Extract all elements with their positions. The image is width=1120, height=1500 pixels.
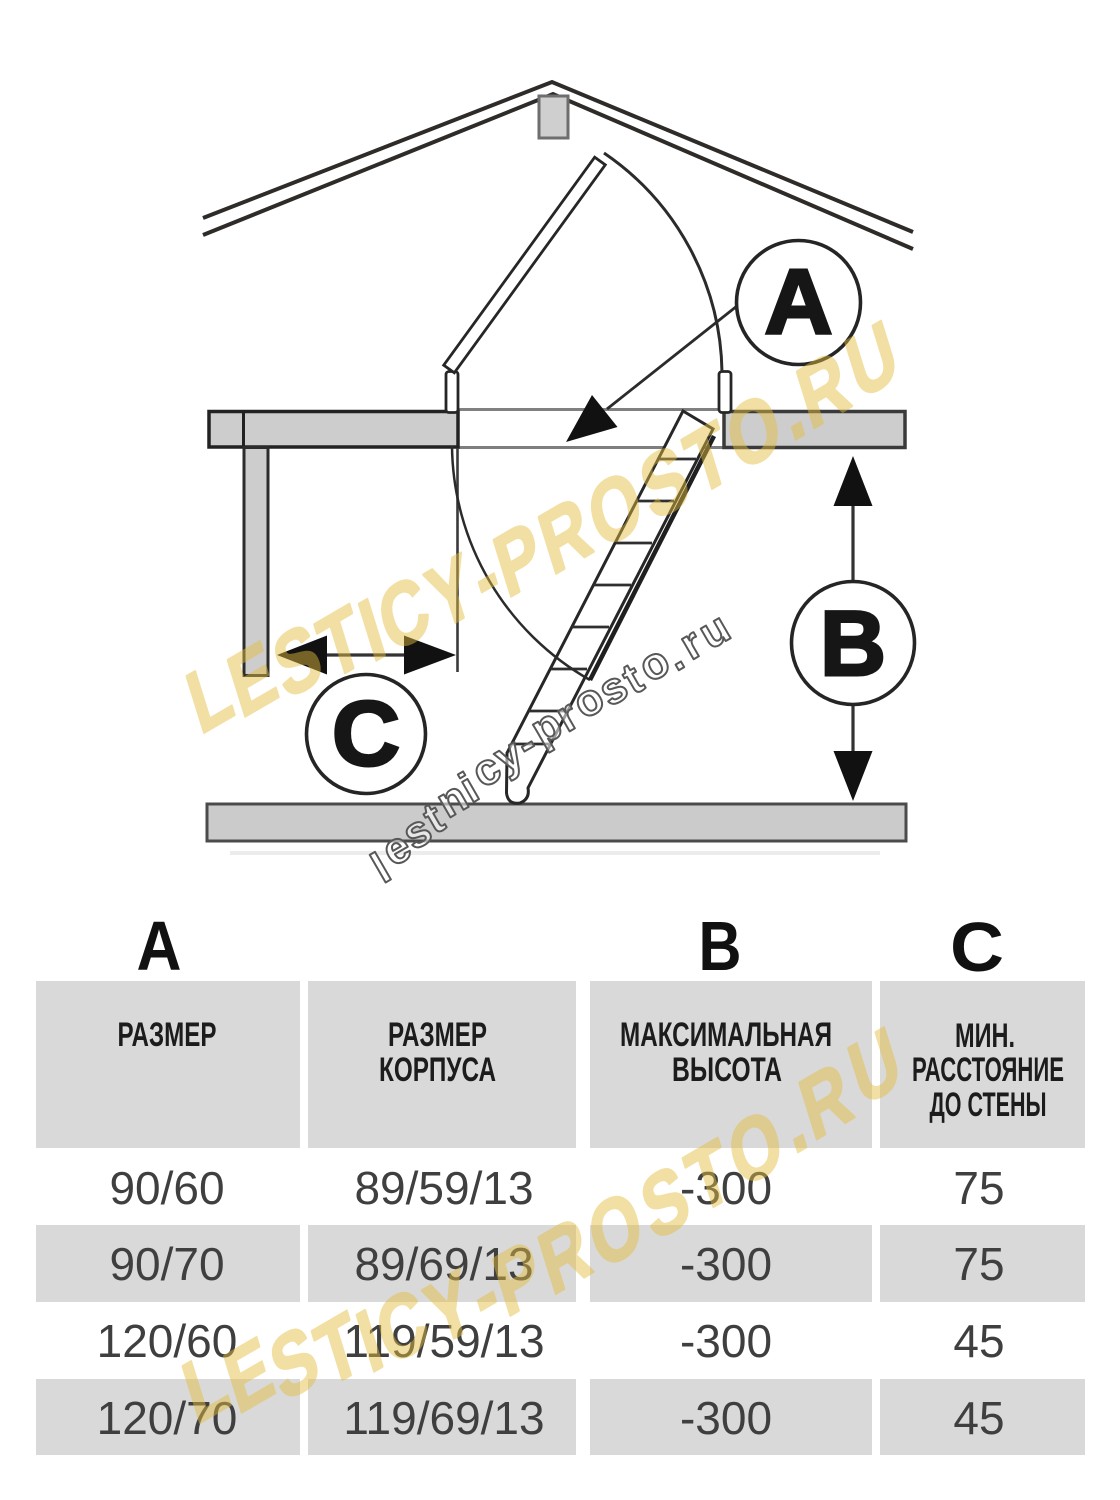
svg-text:119/59/13: 119/59/13 (343, 1315, 544, 1367)
svg-text:75: 75 (953, 1238, 1004, 1290)
svg-text:-300: -300 (680, 1392, 772, 1444)
svg-text:КОРПУСА: КОРПУСА (379, 1051, 496, 1089)
svg-text:120/70: 120/70 (97, 1392, 238, 1444)
svg-text:A: A (137, 907, 182, 985)
svg-text:89/59/13: 89/59/13 (354, 1162, 533, 1214)
svg-text:89/69/13: 89/69/13 (354, 1238, 533, 1290)
svg-text:120/60: 120/60 (97, 1315, 238, 1367)
svg-text:РАЗМЕР: РАЗМЕР (388, 1016, 487, 1054)
svg-text:МИН.: МИН. (955, 1017, 1015, 1055)
svg-text:ВЫСОТА: ВЫСОТА (672, 1051, 782, 1089)
svg-text:C: C (332, 683, 400, 785)
svg-text:-300: -300 (680, 1315, 772, 1367)
svg-text:РАЗМЕР: РАЗМЕР (118, 1016, 217, 1054)
svg-text:МАКСИМАЛЬНАЯ: МАКСИМАЛЬНАЯ (620, 1016, 832, 1054)
svg-text:РАССТОЯНИЕ: РАССТОЯНИЕ (912, 1051, 1064, 1089)
svg-text:-300: -300 (680, 1162, 772, 1214)
svg-text:90/70: 90/70 (109, 1238, 224, 1290)
svg-text:45: 45 (953, 1315, 1004, 1367)
svg-text:119/69/13: 119/69/13 (343, 1392, 544, 1444)
svg-text:ДО СТЕНЫ: ДО СТЕНЫ (930, 1086, 1047, 1124)
svg-text:45: 45 (953, 1392, 1004, 1444)
svg-text:B: B (820, 593, 886, 695)
svg-text:-300: -300 (680, 1238, 772, 1290)
svg-text:A: A (765, 251, 833, 353)
svg-text:B: B (699, 907, 742, 985)
svg-text:75: 75 (953, 1162, 1004, 1214)
svg-text:C: C (950, 908, 1004, 986)
svg-text:90/60: 90/60 (109, 1162, 224, 1214)
